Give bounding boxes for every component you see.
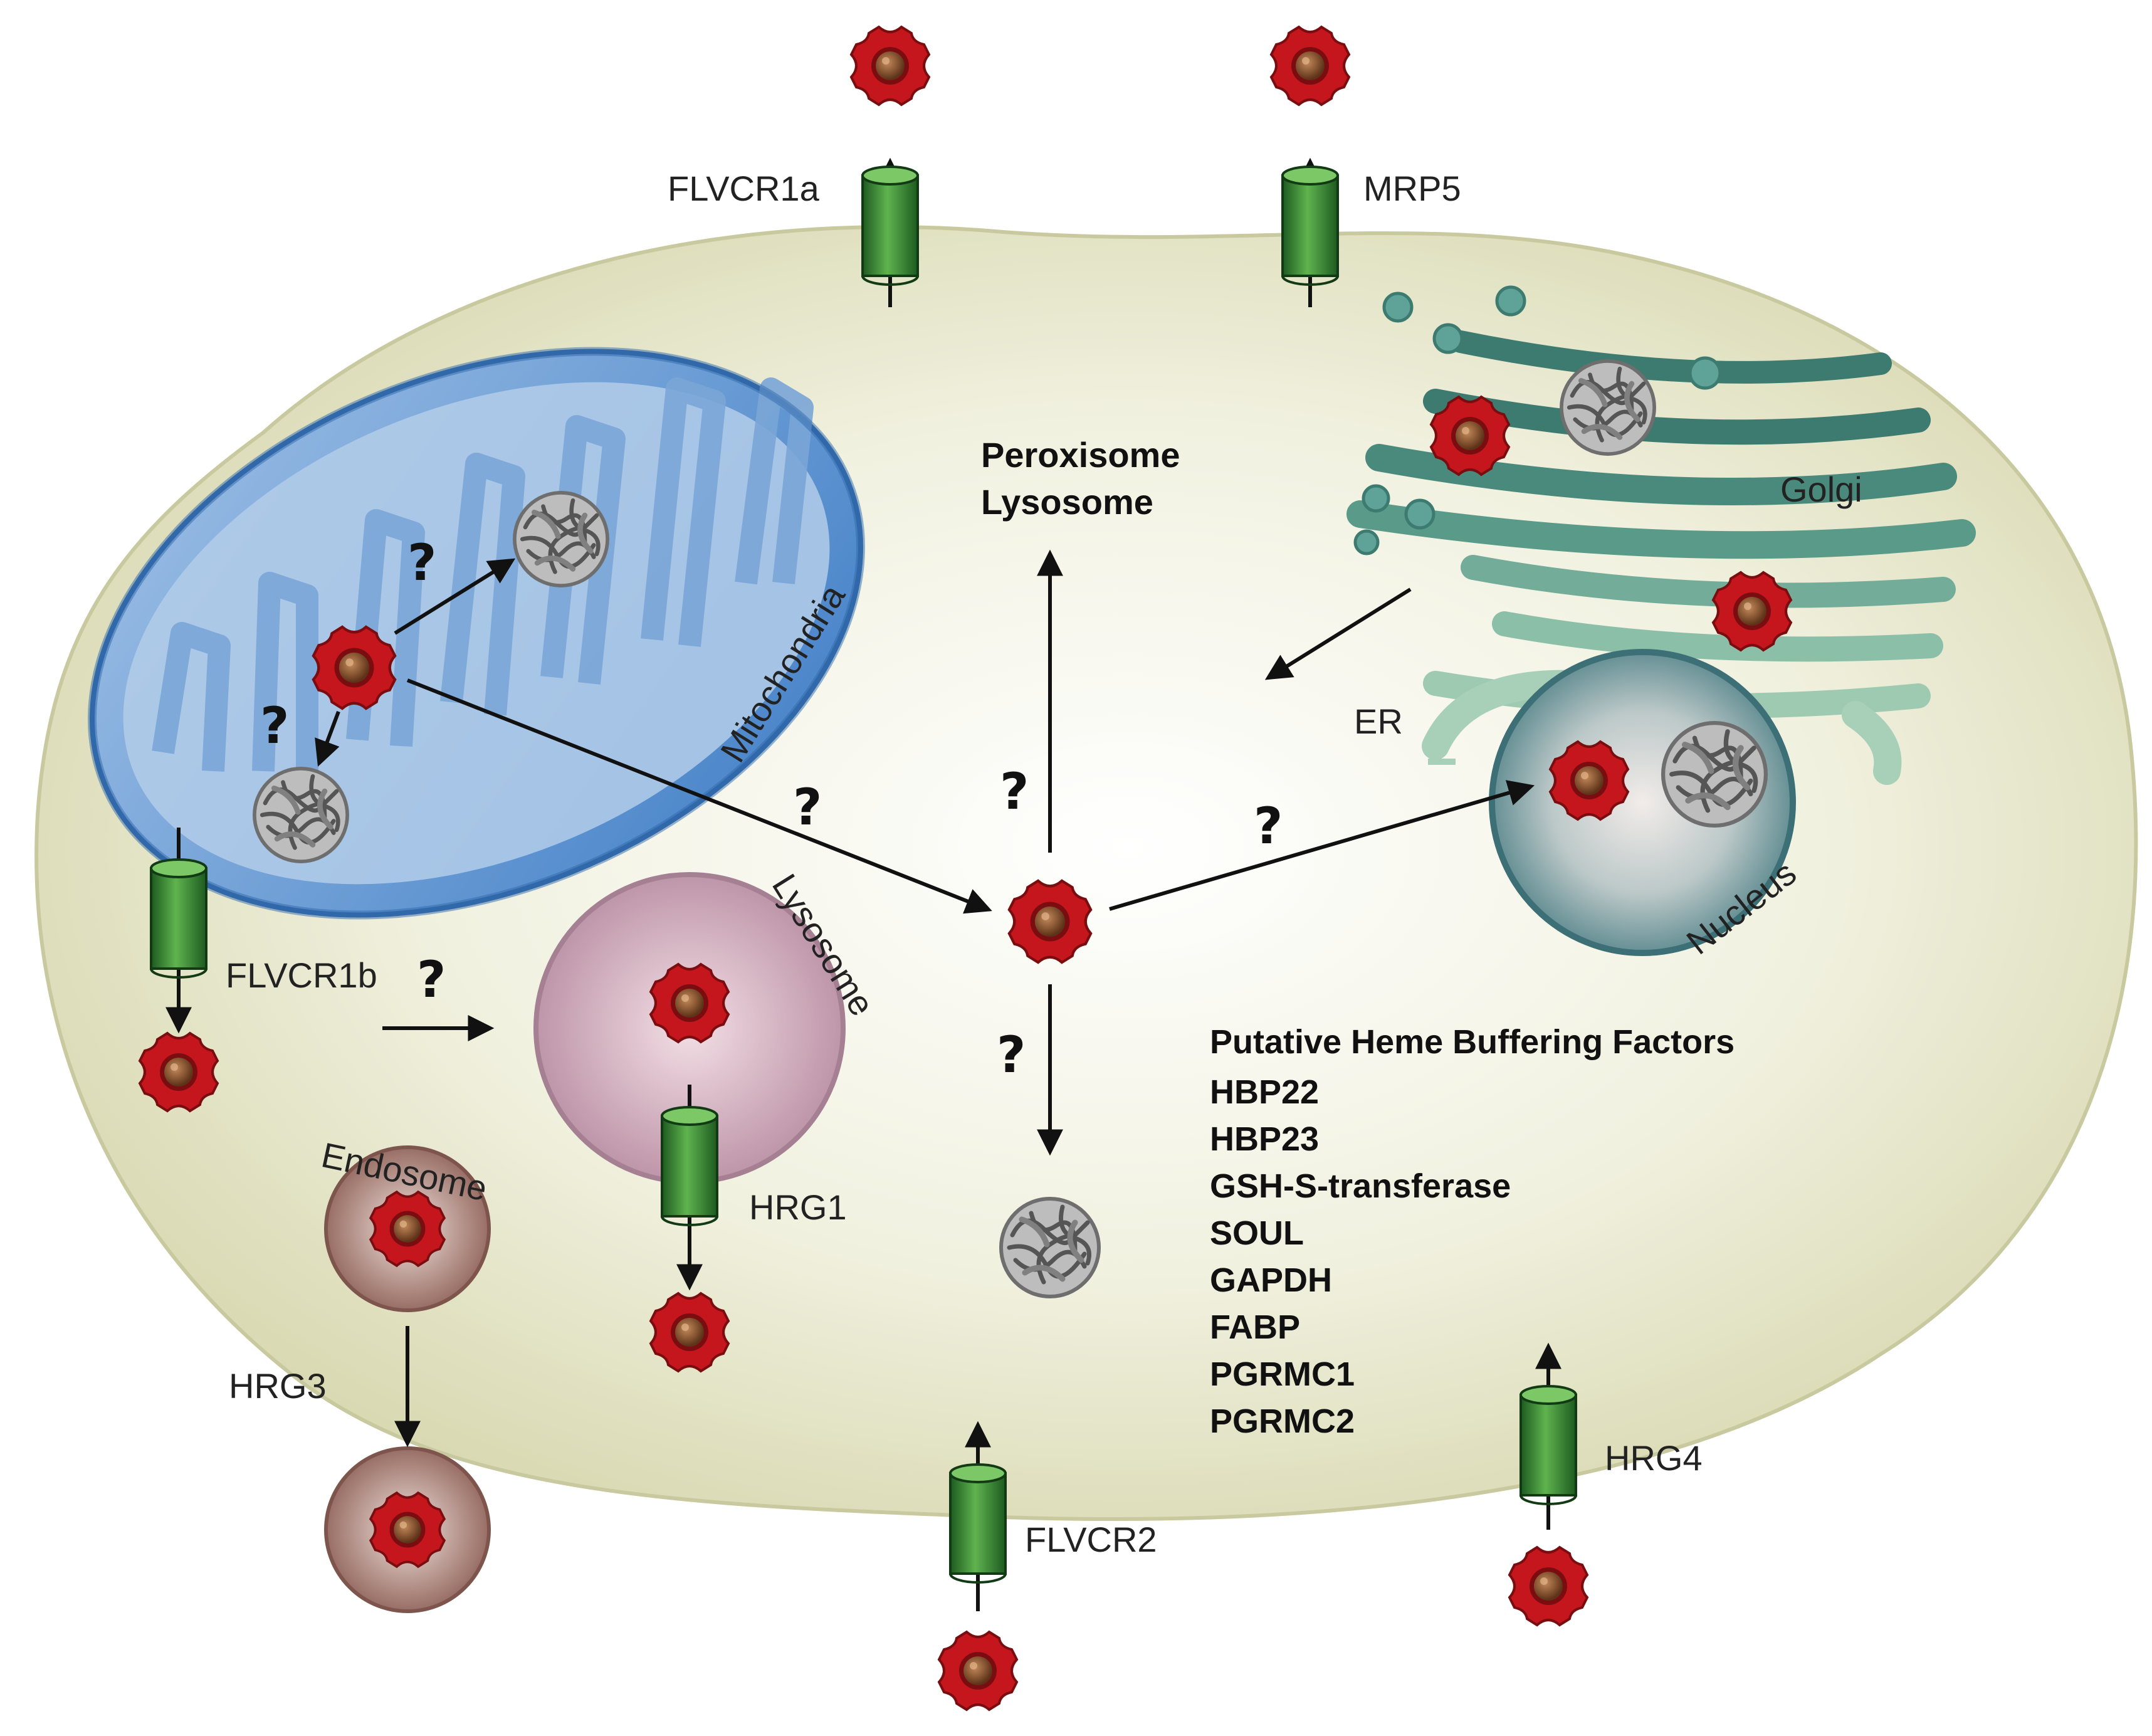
- arrow-golgi-to-cytosol: [1264, 587, 1412, 680]
- flvcr1b-label: FLVCR1b: [226, 955, 377, 995]
- flvcr2-heme: [938, 1631, 1018, 1711]
- buffering-factor: FABP: [1210, 1308, 1300, 1346]
- question-mark-mito-to-central: ?: [793, 778, 822, 836]
- hrg4-label: HRG4: [1605, 1438, 1703, 1478]
- question-mark-mito-upper: ?: [407, 534, 436, 592]
- mrp5-label: MRP5: [1363, 169, 1461, 208]
- hrg1-transporter: [661, 1106, 718, 1226]
- question-mark-mito-lower: ?: [260, 697, 289, 755]
- buffering-factor: PGRMC1: [1210, 1355, 1355, 1393]
- buffering-factor: SOUL: [1210, 1214, 1304, 1252]
- flvcr2-transporter: [949, 1463, 1007, 1584]
- flvcr1b-transporter: [150, 858, 207, 979]
- flvcr1a-label: FLVCR1a: [668, 169, 820, 208]
- question-mark-to-nucleus: ?: [1254, 797, 1283, 855]
- question-mark-to-protein: ?: [997, 1026, 1026, 1084]
- mrp5-transporter: [1281, 166, 1339, 286]
- buffering-factor: PGRMC2: [1210, 1402, 1355, 1440]
- buffering-title: Putative Heme Buffering Factors: [1210, 1023, 1735, 1061]
- er-label: ER: [1354, 702, 1403, 741]
- buffering-factor: GAPDH: [1210, 1261, 1332, 1299]
- flvcr2-label: FLVCR2: [1025, 1520, 1157, 1559]
- buffering-factor: HBP23: [1210, 1120, 1319, 1158]
- golgi-label: Golgi: [1780, 470, 1862, 509]
- hrg4-transporter: [1520, 1385, 1577, 1505]
- arrow-mito-to-central: [406, 678, 992, 914]
- hrg1-label: HRG1: [749, 1187, 847, 1227]
- flvcr1a-transporter: [861, 166, 919, 286]
- buffering-factor: GSH-S-transferase: [1210, 1167, 1511, 1205]
- peroxisome-target-label: Peroxisome: [981, 435, 1180, 475]
- central-protein: [1001, 1199, 1099, 1297]
- hrg4-heme: [1508, 1546, 1588, 1626]
- buffering-factor: HBP22: [1210, 1073, 1319, 1111]
- lysosome-target-label: Lysosome: [981, 482, 1153, 522]
- arrow-mito-heme-to-lower-protein: [315, 710, 340, 767]
- flvcr1a-heme: [850, 26, 930, 106]
- mrp5-heme: [1270, 26, 1350, 106]
- buffering-factors-list: Putative Heme Buffering Factors HBP22 HB…: [1210, 1023, 1735, 1440]
- arrow-mito-heme-to-upper-protein: [394, 558, 516, 635]
- mito-protein-lower: [255, 769, 347, 861]
- golgi-protein: [1562, 361, 1654, 454]
- arrow-central-to-nucleus: [1109, 780, 1535, 911]
- nucleus-protein: [1663, 723, 1766, 826]
- question-mark-flvcr1b: ?: [417, 950, 446, 1009]
- question-mark-to-peroxisome: ?: [1000, 762, 1029, 821]
- hrg3-label: HRG3: [229, 1366, 327, 1406]
- mito-protein-upper: [515, 493, 607, 586]
